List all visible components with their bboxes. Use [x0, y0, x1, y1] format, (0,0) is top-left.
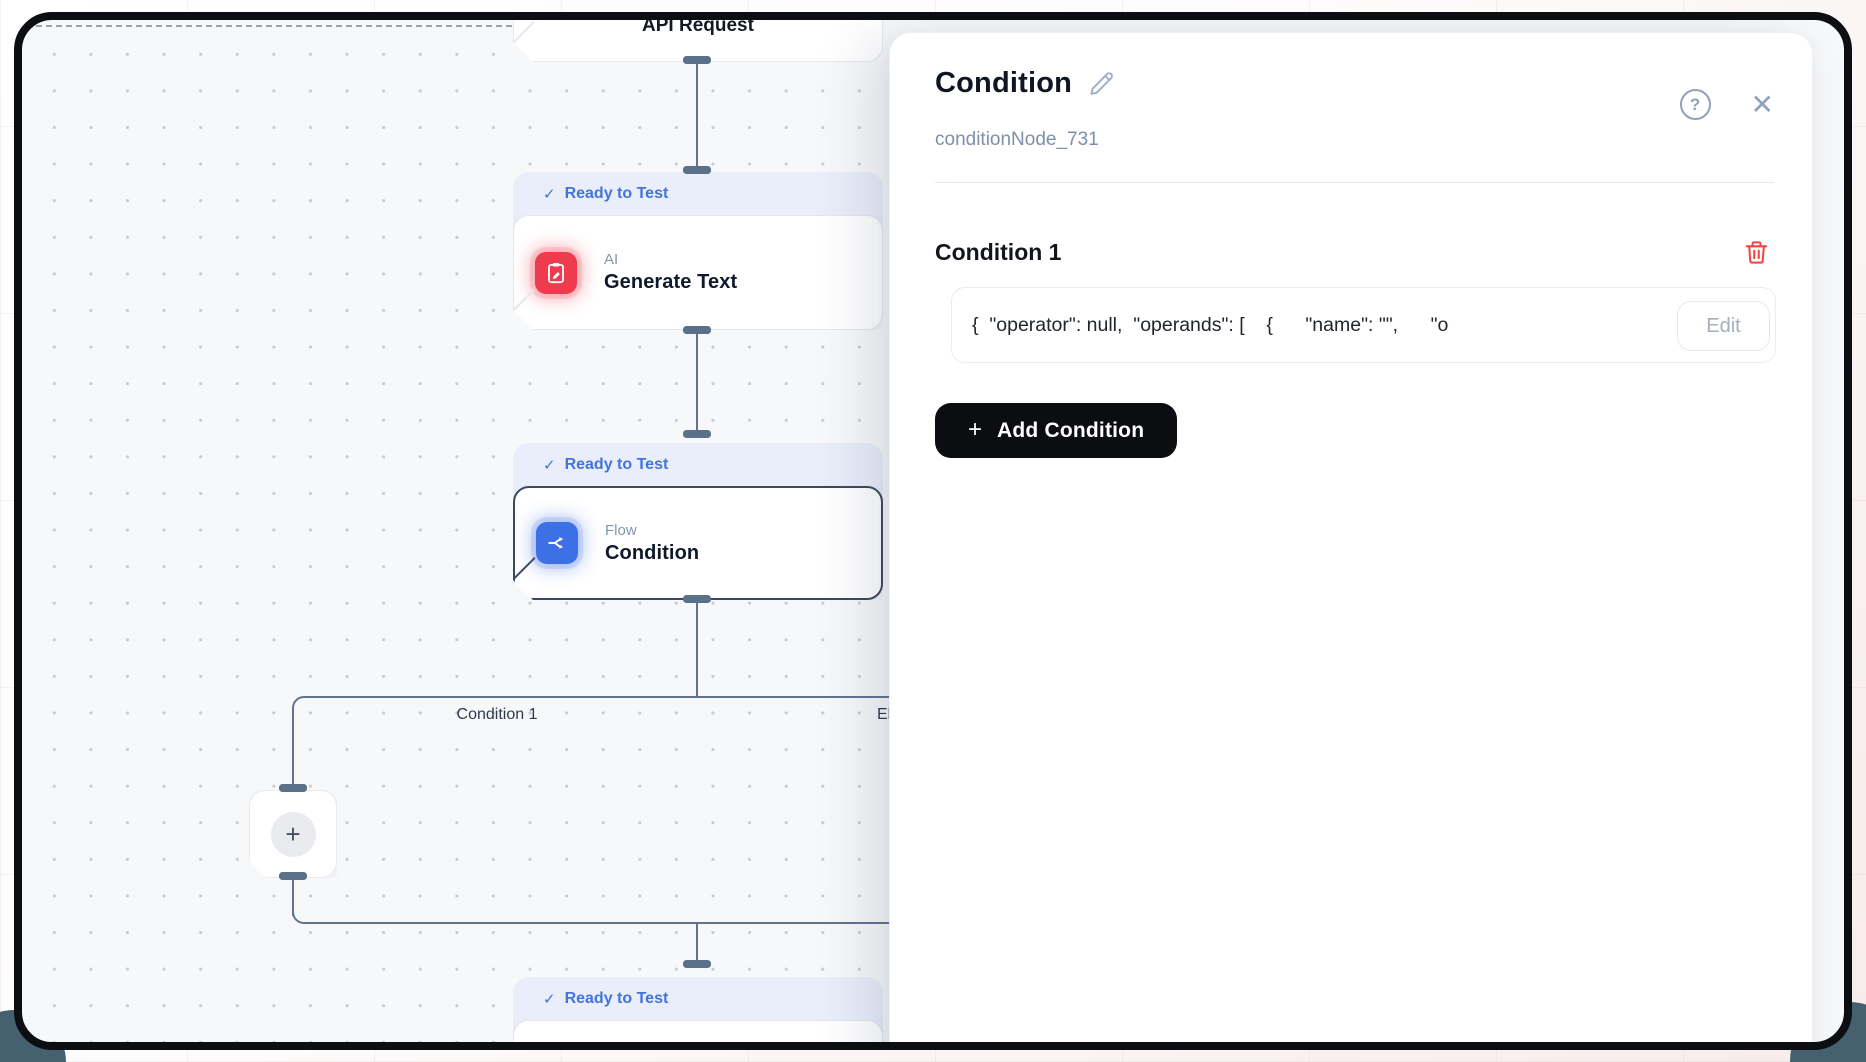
connector-corner [292, 911, 305, 924]
connector-branch-bar [304, 696, 894, 698]
condition-branch-icon [536, 522, 578, 564]
connector-join-to-bottom [696, 924, 698, 966]
delete-condition-button[interactable] [1743, 238, 1770, 267]
workflow-canvas[interactable]: API Request ✓ Ready to Test [22, 20, 1844, 1042]
node-title: API Request [642, 15, 754, 36]
status-label: Ready to Test [564, 456, 669, 473]
condition-section-header: Condition 1 [935, 238, 1774, 267]
connector-plus-output [292, 880, 294, 916]
app-window-frame: API Request ✓ Ready to Test [14, 12, 1852, 1050]
node-condition[interactable]: Flow Condition [513, 486, 883, 600]
connector-join-bar [304, 922, 894, 924]
branch-label-condition-1: Condition 1 [456, 706, 538, 723]
handle-plus-output[interactable] [279, 872, 307, 880]
condition-expression-field[interactable]: { "operator": null, "operands": [ { "nam… [951, 287, 1776, 363]
status-label: Ready to Test [564, 990, 669, 1007]
handle-api-output[interactable] [683, 56, 711, 64]
node-corner-cut [513, 289, 534, 310]
node-api-request[interactable]: API Request [513, 12, 883, 62]
handle-plus-input[interactable] [279, 784, 307, 792]
check-icon: ✓ [543, 991, 556, 1008]
connector-corner [292, 696, 305, 709]
generate-text-icon [535, 252, 577, 294]
node-id-label: conditionNode_731 [935, 129, 1099, 150]
plus-icon[interactable]: + [271, 812, 316, 857]
condition-section-heading: Condition 1 [935, 239, 1062, 265]
help-icon[interactable]: ? [1679, 89, 1711, 120]
node-bottom-partial[interactable] [513, 1020, 883, 1050]
connector-branch-left [292, 708, 294, 788]
node-corner-cut [514, 557, 536, 579]
node-title: Condition [605, 541, 700, 564]
close-icon[interactable]: ✕ [1750, 88, 1774, 120]
node-title: Generate Text [604, 271, 738, 293]
handle-generate-output[interactable] [683, 326, 711, 334]
add-condition-button[interactable]: + Add Condition [935, 403, 1178, 458]
condition-expression-value: { "operator": null, "operands": [ { "nam… [972, 313, 1449, 336]
node-category: Flow [605, 521, 637, 539]
handle-condition-input[interactable] [683, 430, 711, 438]
node-category: AI [604, 251, 619, 268]
connector-api-to-generate [696, 60, 698, 174]
handle-condition-output[interactable] [683, 595, 711, 603]
handle-bottom-input[interactable] [683, 960, 711, 968]
panel-header: Condition ? ✕ [935, 67, 1774, 120]
edit-pencil-icon[interactable] [1088, 70, 1115, 97]
add-condition-label: Add Condition [997, 418, 1145, 442]
edit-expression-button[interactable]: Edit [1677, 301, 1770, 351]
panel-divider [935, 182, 1774, 183]
panel-title: Condition [935, 67, 1073, 99]
node-add-step[interactable]: + [249, 790, 337, 878]
condition-inspector-panel: Condition ? ✕ conditionNode_731 [889, 32, 1813, 1042]
selection-dashed-line [26, 25, 512, 27]
node-generate-text[interactable]: AI Generate Text [513, 215, 883, 330]
plus-icon: + [968, 415, 983, 443]
status-label: Ready to Test [564, 185, 669, 202]
connector-condition-output [696, 603, 698, 698]
check-icon: ✓ [543, 186, 556, 203]
handle-generate-input[interactable] [683, 166, 711, 174]
connector-generate-to-condition [696, 330, 698, 430]
check-icon: ✓ [543, 457, 556, 474]
